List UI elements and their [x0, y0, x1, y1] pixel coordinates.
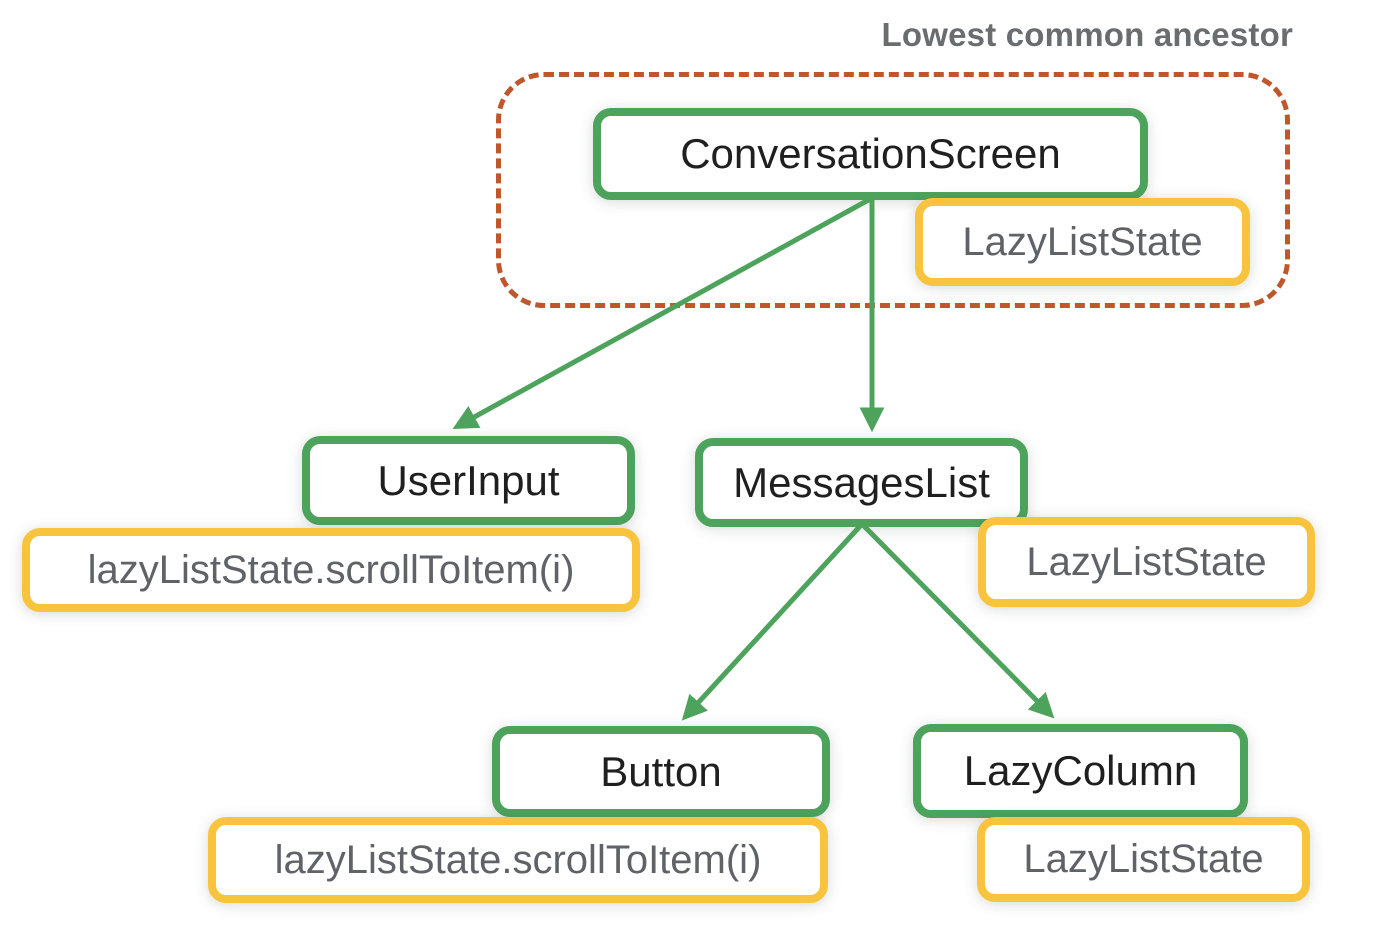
lowest-common-ancestor-boundary — [496, 72, 1290, 308]
call-box-userinput-scrolltoitem: lazyListState.scrollToItem(i) — [22, 528, 640, 612]
state-box-lazycolumn-lazyliststate: LazyListState — [977, 817, 1310, 902]
node-lazy-column-label: LazyColumn — [963, 747, 1198, 794]
lowest-common-ancestor-label: Lowest common ancestor — [881, 16, 1293, 53]
node-messages-list: MessagesList — [695, 438, 1028, 527]
state-box-lazycolumn-label: LazyListState — [1023, 837, 1264, 881]
node-conversation-screen: ConversationScreen — [593, 108, 1148, 200]
node-button-label: Button — [600, 747, 722, 795]
node-conversation-screen-label: ConversationScreen — [680, 130, 1061, 177]
state-box-hoisted-lazyliststate: LazyListState — [915, 198, 1250, 286]
state-box-hoisted-label: LazyListState — [962, 219, 1203, 264]
node-messages-list-label: MessagesList — [733, 458, 990, 506]
node-button: Button — [492, 726, 830, 817]
state-box-messageslist-label: LazyListState — [1026, 539, 1267, 584]
call-box-button-label: lazyListState.scrollToItem(i) — [274, 837, 762, 882]
state-box-messageslist-lazyliststate: LazyListState — [978, 517, 1315, 607]
edge-messageslist-button — [681, 522, 864, 721]
call-box-userinput-label: lazyListState.scrollToItem(i) — [87, 547, 575, 592]
node-user-input-label: UserInput — [377, 456, 560, 504]
call-box-button-scrolltoitem: lazyListState.scrollToItem(i) — [208, 817, 828, 903]
node-user-input: UserInput — [302, 436, 635, 525]
node-lazy-column: LazyColumn — [913, 724, 1248, 818]
